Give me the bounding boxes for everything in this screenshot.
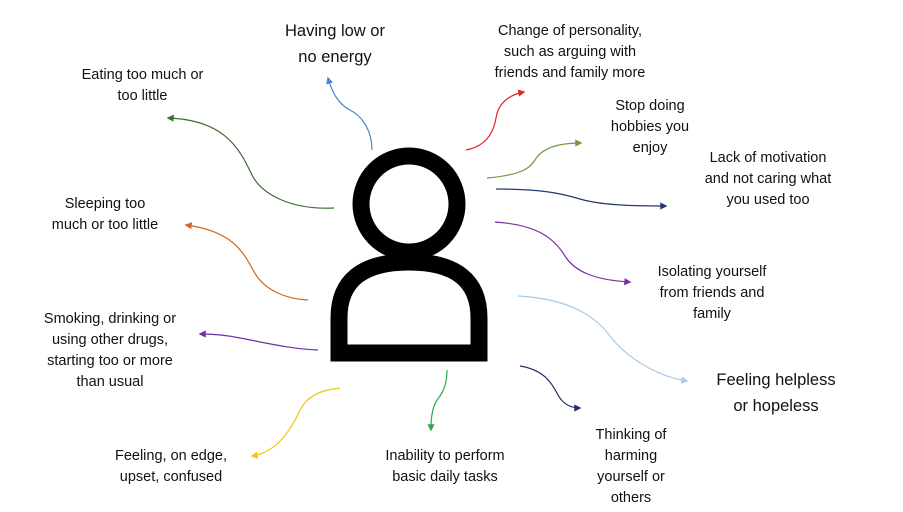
arrows-layer	[166, 76, 689, 459]
arrow-isolating	[494, 221, 632, 286]
arrow-hobbies	[486, 139, 583, 179]
symptom-label-harming: Thinking of harming yourself or others	[595, 427, 667, 506]
person-body	[330, 253, 488, 362]
arrow-harming	[519, 365, 582, 412]
symptom-label-smoking: Smoking, drinking or using other drugs, …	[43, 311, 177, 390]
arrow-energy	[326, 76, 373, 151]
symptom-label-eating: Eating too much or too little	[81, 67, 204, 104]
symptom-label-hobbies: Stop doing hobbies you enjoy	[610, 98, 690, 156]
person-icon	[330, 147, 488, 362]
arrow-edge	[250, 387, 341, 459]
symptom-label-helpless: Feeling helpless or hopeless	[716, 371, 836, 415]
symptom-label-sleeping: Sleeping too much or too little	[51, 196, 159, 233]
symptom-label-motivation: Lack of motivation and not caring what y…	[704, 150, 832, 208]
person-head	[352, 147, 466, 261]
arrow-personality	[465, 89, 526, 151]
arrow-sleeping	[184, 222, 309, 301]
arrow-smoking	[198, 330, 319, 351]
symptom-label-personality: Change of personality, such as arguing w…	[494, 23, 646, 81]
arrow-tasks	[427, 369, 448, 432]
symptom-label-isolating: Isolating yourself from friends and fami…	[657, 264, 767, 322]
symptom-label-edge: Feeling, on edge, upset, confused	[114, 448, 228, 485]
symptom-label-tasks: Inability to perform basic daily tasks	[385, 448, 505, 485]
arrow-helpless	[517, 295, 689, 384]
arrow-eating	[166, 114, 335, 209]
arrow-motivation	[495, 188, 668, 210]
symptom-label-energy: Having low or no energy	[285, 22, 385, 66]
